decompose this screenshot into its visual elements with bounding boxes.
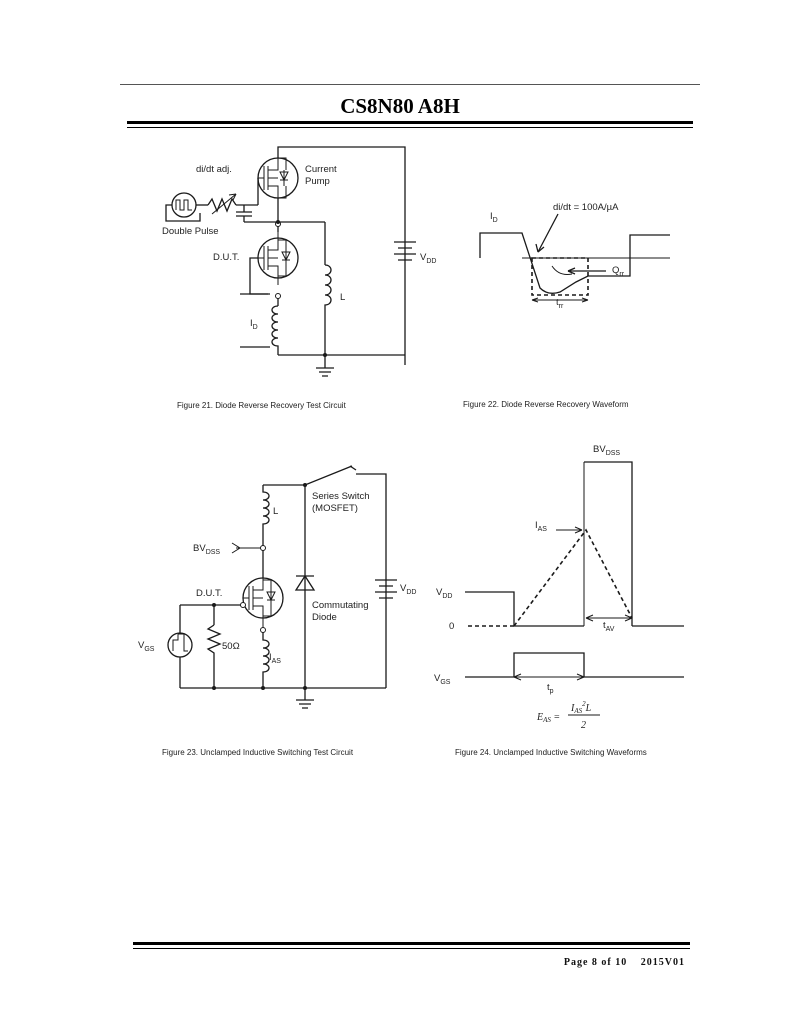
tp-label: tp xyxy=(547,682,554,695)
trr-region-box xyxy=(531,257,589,296)
fig21-vdd-label: VDD xyxy=(420,252,436,265)
series-switch-label-1: Series Switch xyxy=(312,491,370,502)
vgs-gate-pulse xyxy=(465,652,684,678)
bvdss-probe-icon xyxy=(231,542,261,554)
resistor-value-label: 50Ω xyxy=(222,641,240,652)
vdd-voltage-trace xyxy=(465,591,584,627)
fig23-inductor-label: L xyxy=(273,506,278,517)
header-top-rule xyxy=(120,84,700,85)
ias-current-probe-icon xyxy=(262,632,270,688)
figure-23-circuit xyxy=(167,465,397,709)
figure-21-caption: Figure 21. Diode Reverse Recovery Test C… xyxy=(177,401,347,410)
double-pulse-waveform-icon xyxy=(175,199,192,211)
fig23-vdd-label: VDD xyxy=(400,583,416,596)
ias-peak-arrow-icon xyxy=(556,526,583,534)
version-label: 2015V01 xyxy=(640,957,685,968)
trr-label: trr xyxy=(556,297,564,310)
current-probe-icon xyxy=(271,305,279,355)
adjust-arrow-icon xyxy=(211,193,237,215)
variable-resistor-icon xyxy=(207,197,237,213)
eas-formula: EAS = IAS2L 2 xyxy=(536,700,592,731)
didt-adj-label: di/dt adj. xyxy=(196,164,232,175)
commutating-diode-label-2: Diode xyxy=(312,612,337,623)
vgs-pulse-source-icon xyxy=(167,632,193,658)
qrr-label: Qrr xyxy=(612,265,625,278)
fig24-vgs-label: VGS xyxy=(434,673,451,686)
fig23-bvdss-label: BVDSS xyxy=(193,543,220,556)
footer-thick-rule xyxy=(133,942,690,945)
fig23-inductor-icon xyxy=(262,485,270,546)
fig23-dut-label: D.U.T. xyxy=(196,588,222,599)
figure-22-caption: Figure 22. Diode Reverse Recovery Wavefo… xyxy=(463,400,629,409)
figure-22-waveform xyxy=(479,213,670,303)
tp-dimension-line xyxy=(513,673,585,681)
fig23-vgs-label: VGS xyxy=(138,640,155,653)
didt-rate-label: di/dt = 100A/µA xyxy=(553,202,619,213)
ground-icon xyxy=(316,367,334,377)
header-thin-rule xyxy=(127,127,693,128)
resistor-50-ohm-icon xyxy=(206,624,222,688)
fig24-vdd-label: VDD xyxy=(436,587,452,600)
page-number: Page 8 of 10 xyxy=(563,957,628,968)
reverse-recovery-waveform xyxy=(479,232,670,294)
figure-24-waveforms xyxy=(465,461,684,716)
fig24-zero-label: 0 xyxy=(449,621,454,632)
footer-thin-rule xyxy=(133,948,690,949)
commutating-diode-label-1: Commutating xyxy=(312,600,369,611)
double-pulse-label: Double Pulse xyxy=(162,226,219,237)
current-pump-label-2: Pump xyxy=(305,176,330,187)
document-title: CS8N80 A8H xyxy=(340,94,460,118)
fig24-ias-label: IAS xyxy=(535,520,547,533)
bvdss-voltage-trace xyxy=(584,461,633,626)
fig23-ground-icon xyxy=(296,688,314,709)
current-pump-label-1: Current xyxy=(305,164,337,175)
figure-21-circuit xyxy=(165,146,416,377)
tav-dimension-line xyxy=(585,614,633,622)
figure-23-caption: Figure 23. Unclamped Inductive Switching… xyxy=(162,748,354,757)
fig23-vdd-battery-icon xyxy=(375,579,397,599)
fig23-ias-label: IAS xyxy=(269,652,281,665)
commutating-diode-icon xyxy=(294,574,316,591)
eas-formula-denominator: 2 xyxy=(581,720,586,731)
tav-label: tAV xyxy=(603,620,615,633)
page-footer: Page 8 of 10 2015V01 xyxy=(300,957,685,968)
fig24-bvdss-label: BVDSS xyxy=(593,444,620,457)
figure-24-caption: Figure 24. Unclamped Inductive Switching… xyxy=(455,748,647,757)
fig21-inductor-label: L xyxy=(340,292,345,303)
capacitor-icon xyxy=(236,205,252,222)
fig22-id-label: ID xyxy=(490,211,498,224)
ias-current-ramp xyxy=(513,528,633,627)
inductor-icon xyxy=(324,264,332,355)
fig21-id-label: ID xyxy=(250,318,258,331)
fig21-dut-label: D.U.T. xyxy=(213,252,239,263)
series-switch-label-2: (MOSFET) xyxy=(312,503,358,514)
vdd-battery-icon xyxy=(394,241,416,261)
eas-formula-numerator: IAS2L xyxy=(570,700,592,715)
eas-formula-lhs: EAS = xyxy=(536,712,560,724)
didt-arrow-icon xyxy=(537,213,559,253)
header-thick-rule xyxy=(127,121,693,124)
